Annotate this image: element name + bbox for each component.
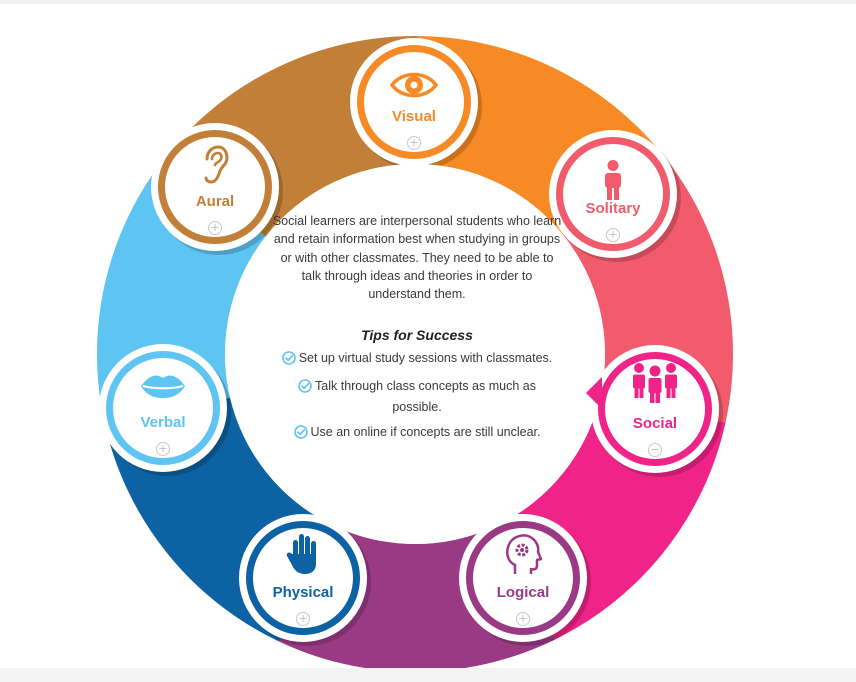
center-disc <box>225 164 605 544</box>
tips-list: Set up virtual study sessions with class… <box>272 349 562 444</box>
style-label: Logical <box>496 584 550 601</box>
ear-icon <box>165 145 265 184</box>
tip-text: Set up virtual study sessions with class… <box>298 351 553 366</box>
top-edge-bar <box>0 0 856 4</box>
head-gear-icon <box>473 532 573 574</box>
tip-text: Talk through class concepts as much as p… <box>315 378 536 415</box>
expand-toggle-icon[interactable]: + <box>296 612 310 626</box>
expand-toggle-icon[interactable]: + <box>208 221 222 235</box>
style-node-social[interactable]: Social − <box>598 352 712 466</box>
style-label: Solitary <box>585 200 641 217</box>
check-circle-icon <box>298 379 312 399</box>
bottom-edge-bar <box>0 668 856 682</box>
style-label: Verbal <box>140 414 186 431</box>
style-node-logical[interactable]: Logical + <box>466 521 580 635</box>
check-circle-icon <box>281 351 296 371</box>
expand-toggle-icon[interactable]: + <box>606 228 620 242</box>
collapse-toggle-icon[interactable]: − <box>648 443 662 457</box>
eye-icon <box>364 68 464 102</box>
style-node-physical[interactable]: Physical + <box>246 521 360 635</box>
tip-item: Set up virtual study sessions with class… <box>272 349 562 371</box>
hand-icon <box>253 532 353 574</box>
check-circle-icon <box>293 425 308 445</box>
group-icon <box>605 361 705 403</box>
expand-toggle-icon[interactable]: + <box>516 612 530 626</box>
style-label: Aural <box>195 193 235 210</box>
style-node-aural[interactable]: Aural + <box>158 130 272 244</box>
center-panel: Social learners are interpersonal studen… <box>272 212 562 450</box>
style-node-visual[interactable]: Visual + <box>357 45 471 159</box>
style-label: Visual <box>392 108 436 125</box>
tip-item: Talk through class concepts as much as p… <box>272 377 562 417</box>
tip-text: Use an online if concepts are still uncl… <box>310 424 541 439</box>
tips-title: Tips for Success <box>361 327 473 344</box>
expand-toggle-icon[interactable]: + <box>407 136 421 150</box>
style-node-solitary[interactable]: Solitary + <box>556 137 670 251</box>
tip-item: Use an online if concepts are still uncl… <box>272 423 562 445</box>
person-icon <box>563 160 663 200</box>
expand-toggle-icon[interactable]: + <box>156 442 170 456</box>
style-description: Social learners are interpersonal studen… <box>272 214 562 302</box>
style-label: Physical <box>272 584 334 601</box>
style-label: Social <box>632 415 678 432</box>
lips-icon <box>113 372 213 406</box>
style-node-verbal[interactable]: Verbal + <box>106 351 220 465</box>
